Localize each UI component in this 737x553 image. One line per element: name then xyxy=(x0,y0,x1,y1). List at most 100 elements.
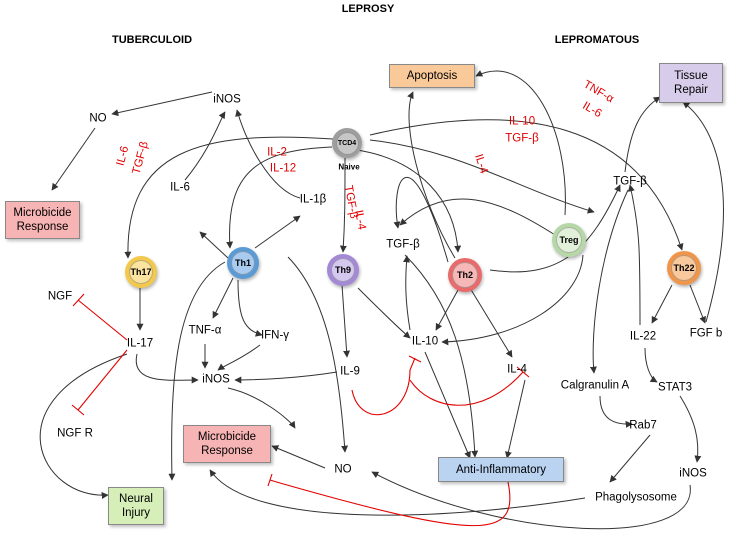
edge-th22-il22 xyxy=(651,284,673,324)
edge-no-microbicide2 xyxy=(271,445,326,469)
inhibit-il10-il4-bar xyxy=(516,366,530,378)
node-calgranulin: Calgranulin A xyxy=(560,379,630,392)
edge-th1-neural xyxy=(168,261,226,481)
edge-tgfb-anti xyxy=(404,254,479,458)
inhibit-il17-ngfr xyxy=(77,349,128,411)
edge-naive-th1 xyxy=(226,146,333,249)
edge-th1-tnfa xyxy=(212,277,234,319)
diagram-title: LEPROSY xyxy=(341,3,395,15)
node-il22: IL-22 xyxy=(629,330,657,343)
edge-il17-neural xyxy=(39,353,128,499)
inhibit-anti-microbicide-bar xyxy=(267,473,273,487)
edge-th2-tgfb xyxy=(393,177,449,263)
node-stat3: STAT3 xyxy=(657,381,693,394)
treg-cell: Treg xyxy=(552,223,586,257)
edge-th2-apoptosis xyxy=(407,91,456,259)
inhibit-anti-microbicide xyxy=(269,479,511,527)
inhibit-il10-il4 xyxy=(409,371,524,406)
edge-th1-il6 xyxy=(199,231,229,259)
edge-ifng-inos xyxy=(217,344,261,371)
edge-il6-inos xyxy=(184,111,226,181)
edge-th2-il4 xyxy=(469,287,513,358)
edge-il4-anti xyxy=(505,379,526,459)
inhibit-il17-ngfr-bar xyxy=(71,404,85,416)
pole-tuberculoid: TUBERCULOID xyxy=(111,34,193,46)
edge-phago-microbicide xyxy=(209,469,586,516)
edge-th22-fgfb xyxy=(689,284,706,324)
edge-tgfb-calg xyxy=(589,189,629,374)
edge-il10-anti xyxy=(424,351,471,459)
node-il4: IL-4 xyxy=(507,363,527,376)
edge-il22-stat3 xyxy=(644,347,658,383)
edge-il9-inos xyxy=(234,371,338,384)
edge-no-microbicide xyxy=(51,127,96,191)
edge-naive-th22 xyxy=(369,119,684,251)
pole-lepromatous: LEPROMATOUS xyxy=(554,34,640,46)
edge-th9-il10 xyxy=(357,287,411,339)
edge-treg-il10 xyxy=(441,254,584,346)
edge-label-il12: IL-12 xyxy=(269,162,297,175)
th17-cell: Th17 xyxy=(125,256,157,288)
edge-th9-il9 xyxy=(341,284,351,358)
edge-label-tgfb-treg: TGF-β xyxy=(505,132,539,145)
edge-naive-th17 xyxy=(124,136,334,259)
inhibit-il17-ngf xyxy=(77,299,128,341)
node-il1b: IL-1β xyxy=(299,193,327,206)
edge-treg-tgfb-mid xyxy=(399,198,556,236)
node-inos-right: iNOS xyxy=(679,467,707,480)
edge-label-il10: IL-10 xyxy=(508,115,536,128)
edge-treg-apoptosis xyxy=(475,70,566,216)
anti-inflammatory-box: Anti-Inflammatory xyxy=(438,457,564,482)
edge-il22-tgfb xyxy=(627,184,641,326)
node-il17: IL-17 xyxy=(126,337,154,350)
edge-th1-ifng xyxy=(237,279,263,337)
node-rab7: Rab7 xyxy=(629,419,657,432)
edge-label-il2: IL-2 xyxy=(267,146,287,159)
node-no-top: NO xyxy=(89,112,107,125)
th2-cell: Th2 xyxy=(448,258,482,292)
apoptosis-box: Apoptosis xyxy=(389,64,475,88)
edge-il17-inos xyxy=(135,353,199,384)
edge-il1b-inos xyxy=(235,109,301,199)
inhibit-il17-ngf-bar xyxy=(72,293,85,307)
edge-inos-no-bottom xyxy=(371,471,691,530)
node-no-bottom: NO xyxy=(334,463,352,476)
node-il9: IL-9 xyxy=(340,365,360,378)
node-il10: IL-10 xyxy=(411,335,439,348)
edge-naive-th9 xyxy=(339,157,347,253)
edge-calg-rab7 xyxy=(599,395,633,428)
node-tnfa: TNF-α xyxy=(188,324,222,337)
edge-fgfb-tissue xyxy=(682,101,724,323)
edge-naive-treg xyxy=(369,139,595,214)
node-inos-mid: iNOS xyxy=(202,373,230,386)
th1-cell: Th1 xyxy=(227,247,259,279)
th22-cell: Th22 xyxy=(667,251,701,285)
inhibit-il10-il9 xyxy=(351,357,416,416)
edge-th1-il1b xyxy=(254,215,301,249)
node-inos-top: iNOS xyxy=(213,93,241,106)
node-ngf: NGF xyxy=(47,290,73,303)
edge-stat3-inos xyxy=(679,395,702,463)
edge-th2-il10 xyxy=(435,289,459,331)
node-tgfb-mid: TGF-β xyxy=(386,238,420,251)
edge-inos-microbicide xyxy=(227,387,296,429)
naive-label: Naive xyxy=(338,162,360,172)
node-ifng: IFN-γ xyxy=(260,329,290,342)
edge-inos-no xyxy=(111,91,213,117)
node-phagolysosome: Phagolysosome xyxy=(595,491,677,504)
inhibit-il10-il9-bar xyxy=(408,355,422,363)
node-tgfb-right: TGF-β xyxy=(613,175,647,188)
naive-cd4-cell: TCD4 xyxy=(332,128,362,158)
node-ngfr: NGF R xyxy=(57,427,93,440)
edge-th1-no xyxy=(287,256,349,453)
edge-tgfb-tissue xyxy=(624,96,661,173)
node-il6: IL-6 xyxy=(170,181,190,194)
th9-cell: Th9 xyxy=(327,254,359,286)
edge-naive-th2 xyxy=(356,149,462,253)
edge-il10-tgfb xyxy=(402,255,411,331)
